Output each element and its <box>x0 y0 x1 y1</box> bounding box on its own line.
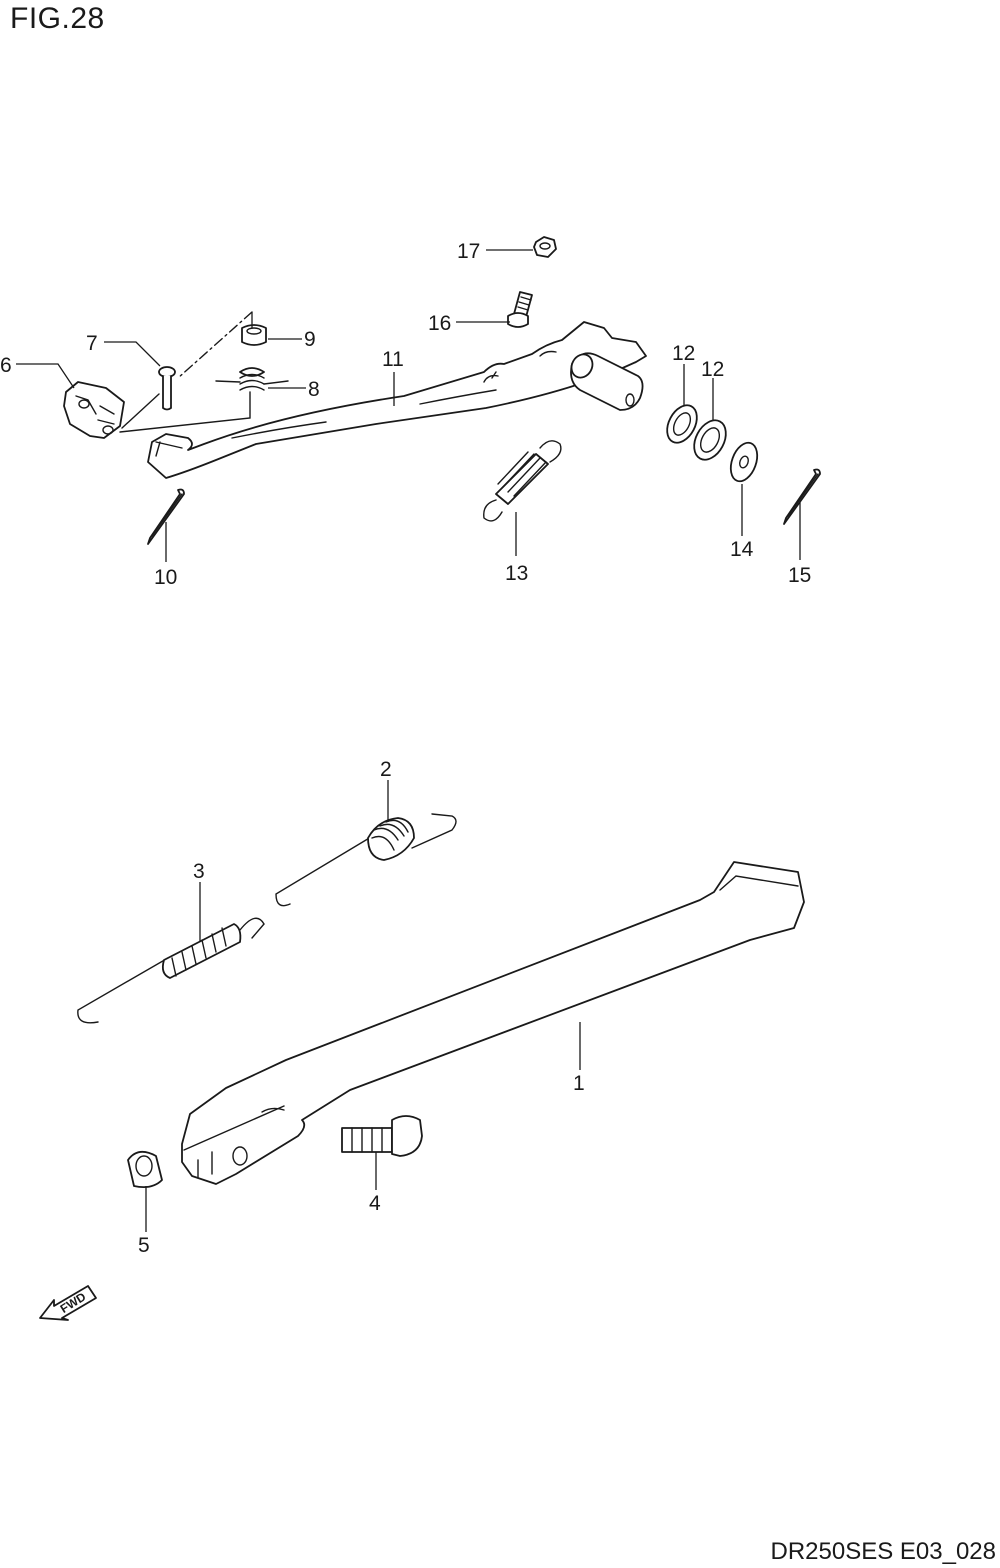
label-17: 17 <box>457 240 480 263</box>
label-16: 16 <box>428 312 451 335</box>
label-13: 13 <box>505 562 528 585</box>
label-3: 3 <box>193 860 205 883</box>
label-1: 1 <box>573 1072 585 1095</box>
part-2-spring <box>275 813 457 907</box>
diagram-code: DR250SES E03_028 <box>770 1538 997 1565</box>
part-7-pin <box>158 366 176 411</box>
part-6-bracket <box>63 381 125 439</box>
part-17-nut <box>533 236 557 258</box>
label-6: 6 <box>0 354 12 377</box>
pedal-pivot-boss <box>570 352 644 411</box>
figure-title: FIG.28 <box>10 2 105 35</box>
part-14-washer <box>729 441 759 483</box>
part-12-oring-a <box>666 404 698 444</box>
label-9: 9 <box>304 328 316 351</box>
label-12a: 12 <box>672 342 695 365</box>
part-9-collar <box>241 324 267 346</box>
part-1-side-stand <box>181 861 805 1185</box>
fwd-arrow-icon: FWD <box>39 1285 97 1321</box>
part-8-spring <box>215 367 289 391</box>
part-3-spring <box>77 917 265 1024</box>
part-10-cotter-pin <box>147 488 185 545</box>
part-5-collar <box>127 1150 163 1189</box>
label-8: 8 <box>308 378 320 401</box>
part-15-cotter-pin <box>783 468 821 525</box>
label-10: 10 <box>154 566 177 589</box>
part-11-brake-pedal <box>147 321 647 479</box>
label-7: 7 <box>86 332 98 355</box>
label-5: 5 <box>138 1234 150 1257</box>
label-14: 14 <box>730 538 754 561</box>
part-12-oring-b <box>693 419 727 461</box>
label-11: 11 <box>382 348 404 371</box>
label-12b: 12 <box>701 358 724 381</box>
label-15: 15 <box>788 564 811 587</box>
part-4-bolt <box>341 1115 423 1157</box>
label-2: 2 <box>380 758 392 781</box>
label-4: 4 <box>369 1192 381 1215</box>
part-13-spring <box>483 440 562 522</box>
part-16-bolt <box>507 291 533 328</box>
